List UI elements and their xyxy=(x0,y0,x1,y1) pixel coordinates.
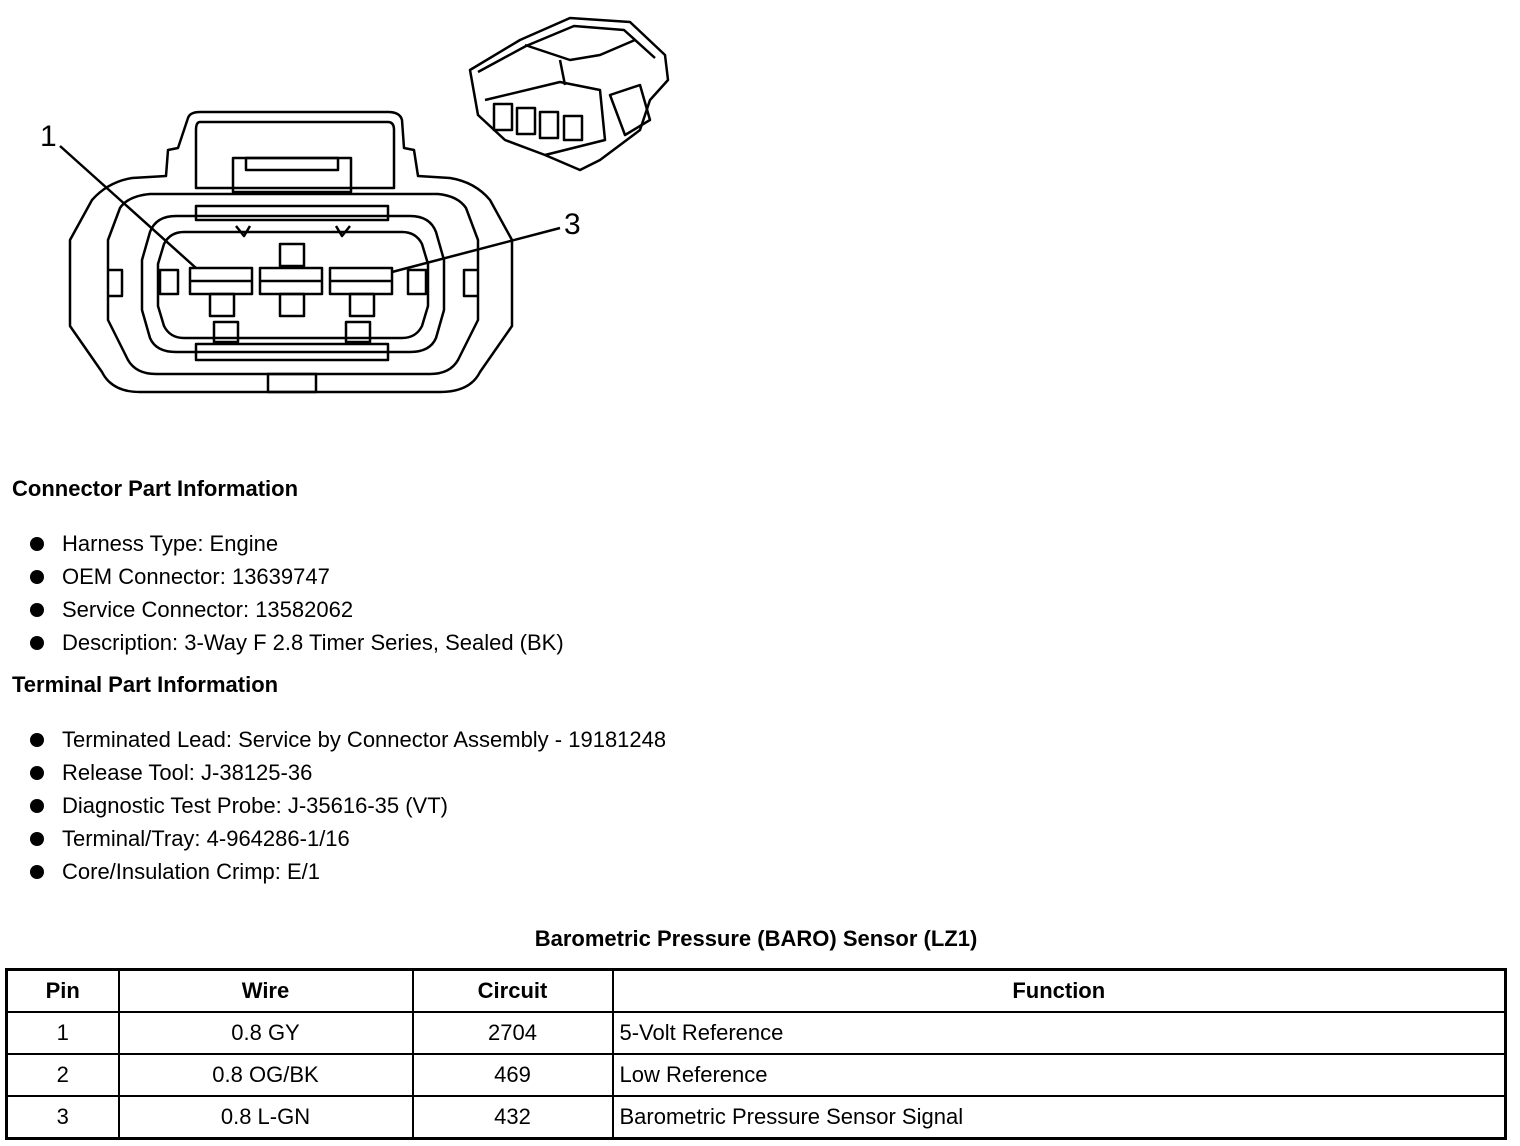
callout-3-leader xyxy=(391,226,561,274)
bullet-icon xyxy=(30,766,44,780)
callout-1-label: 1 xyxy=(40,120,57,153)
bullet-icon xyxy=(30,537,44,551)
connector-face-drawing xyxy=(59,16,670,394)
callout-3-label: 3 xyxy=(564,208,581,241)
callout-1-leader xyxy=(59,145,197,269)
terminal-part-info-list: Terminated Lead: Service by Connector As… xyxy=(28,723,666,888)
bullet-icon xyxy=(30,570,44,584)
list-item-text: Description: 3-Way F 2.8 Timer Series, S… xyxy=(62,630,564,655)
list-item: Diagnostic Test Probe: J-35616-35 (VT) xyxy=(28,789,666,822)
wire-cell: 0.8 GY xyxy=(117,1011,414,1055)
list-item-text: OEM Connector: 13639747 xyxy=(62,564,330,589)
list-item: Harness Type: Engine xyxy=(28,527,564,560)
list-item: Release Tool: J-38125-36 xyxy=(28,756,666,789)
list-item-text: Core/Insulation Crimp: E/1 xyxy=(62,859,320,884)
circuit-cell: 432 xyxy=(411,1095,614,1140)
list-item-text: Terminal/Tray: 4-964286-1/16 xyxy=(62,826,350,851)
pin-cell: 1 xyxy=(5,1011,120,1055)
wire-cell: 0.8 OG/BK xyxy=(117,1053,414,1097)
pin-table-title: Barometric Pressure (BARO) Sensor (LZ1) xyxy=(534,926,978,951)
column-header-wire: Wire xyxy=(117,968,414,1013)
function-cell: Low Reference xyxy=(611,1053,1507,1097)
list-item: Terminated Lead: Service by Connector As… xyxy=(28,723,666,756)
bullet-icon xyxy=(30,733,44,747)
connector-isometric-drawing xyxy=(468,16,670,172)
column-header-pin: Pin xyxy=(5,968,120,1013)
bullet-icon xyxy=(30,799,44,813)
bullet-icon xyxy=(30,832,44,846)
table-row: 2 0.8 OG/BK 469 Low Reference xyxy=(5,1053,1507,1097)
function-cell: 5-Volt Reference xyxy=(611,1011,1507,1055)
list-item-text: Harness Type: Engine xyxy=(62,531,279,556)
terminal-part-info-heading: Terminal Part Information xyxy=(12,672,279,697)
column-header-circuit: Circuit xyxy=(411,968,614,1013)
list-item: Service Connector: 13582062 xyxy=(28,593,564,626)
list-item-text: Diagnostic Test Probe: J-35616-35 (VT) xyxy=(62,793,448,818)
column-header-function: Function xyxy=(611,968,1507,1013)
pin-cell: 2 xyxy=(5,1053,120,1097)
list-item: Terminal/Tray: 4-964286-1/16 xyxy=(28,822,666,855)
bullet-icon xyxy=(30,636,44,650)
bullet-icon xyxy=(30,865,44,879)
table-row: 3 0.8 L-GN 432 Barometric Pressure Senso… xyxy=(5,1095,1507,1140)
connector-part-info-heading: Connector Part Information xyxy=(12,476,299,501)
list-item-text: Service Connector: 13582062 xyxy=(62,597,354,622)
list-item-text: Release Tool: J-38125-36 xyxy=(62,760,313,785)
function-cell: Barometric Pressure Sensor Signal xyxy=(611,1095,1507,1140)
pin-cell: 3 xyxy=(5,1095,120,1140)
list-item: OEM Connector: 13639747 xyxy=(28,560,564,593)
circuit-cell: 469 xyxy=(411,1053,614,1097)
list-item: Description: 3-Way F 2.8 Timer Series, S… xyxy=(28,626,564,659)
circuit-cell: 2704 xyxy=(411,1011,614,1055)
bullet-icon xyxy=(30,603,44,617)
connector-diagram: 1 3 xyxy=(0,0,720,440)
pin-table: Pin Wire Circuit Function 1 0.8 GY 2704 … xyxy=(5,968,1507,1140)
list-item: Core/Insulation Crimp: E/1 xyxy=(28,855,666,888)
list-item-text: Terminated Lead: Service by Connector As… xyxy=(62,727,667,752)
wire-cell: 0.8 L-GN xyxy=(117,1095,414,1140)
connector-part-info-list: Harness Type: Engine OEM Connector: 1363… xyxy=(28,527,564,659)
connector-face xyxy=(68,110,514,394)
table-header-row: Pin Wire Circuit Function xyxy=(5,968,1507,1013)
table-row: 1 0.8 GY 2704 5-Volt Reference xyxy=(5,1011,1507,1055)
